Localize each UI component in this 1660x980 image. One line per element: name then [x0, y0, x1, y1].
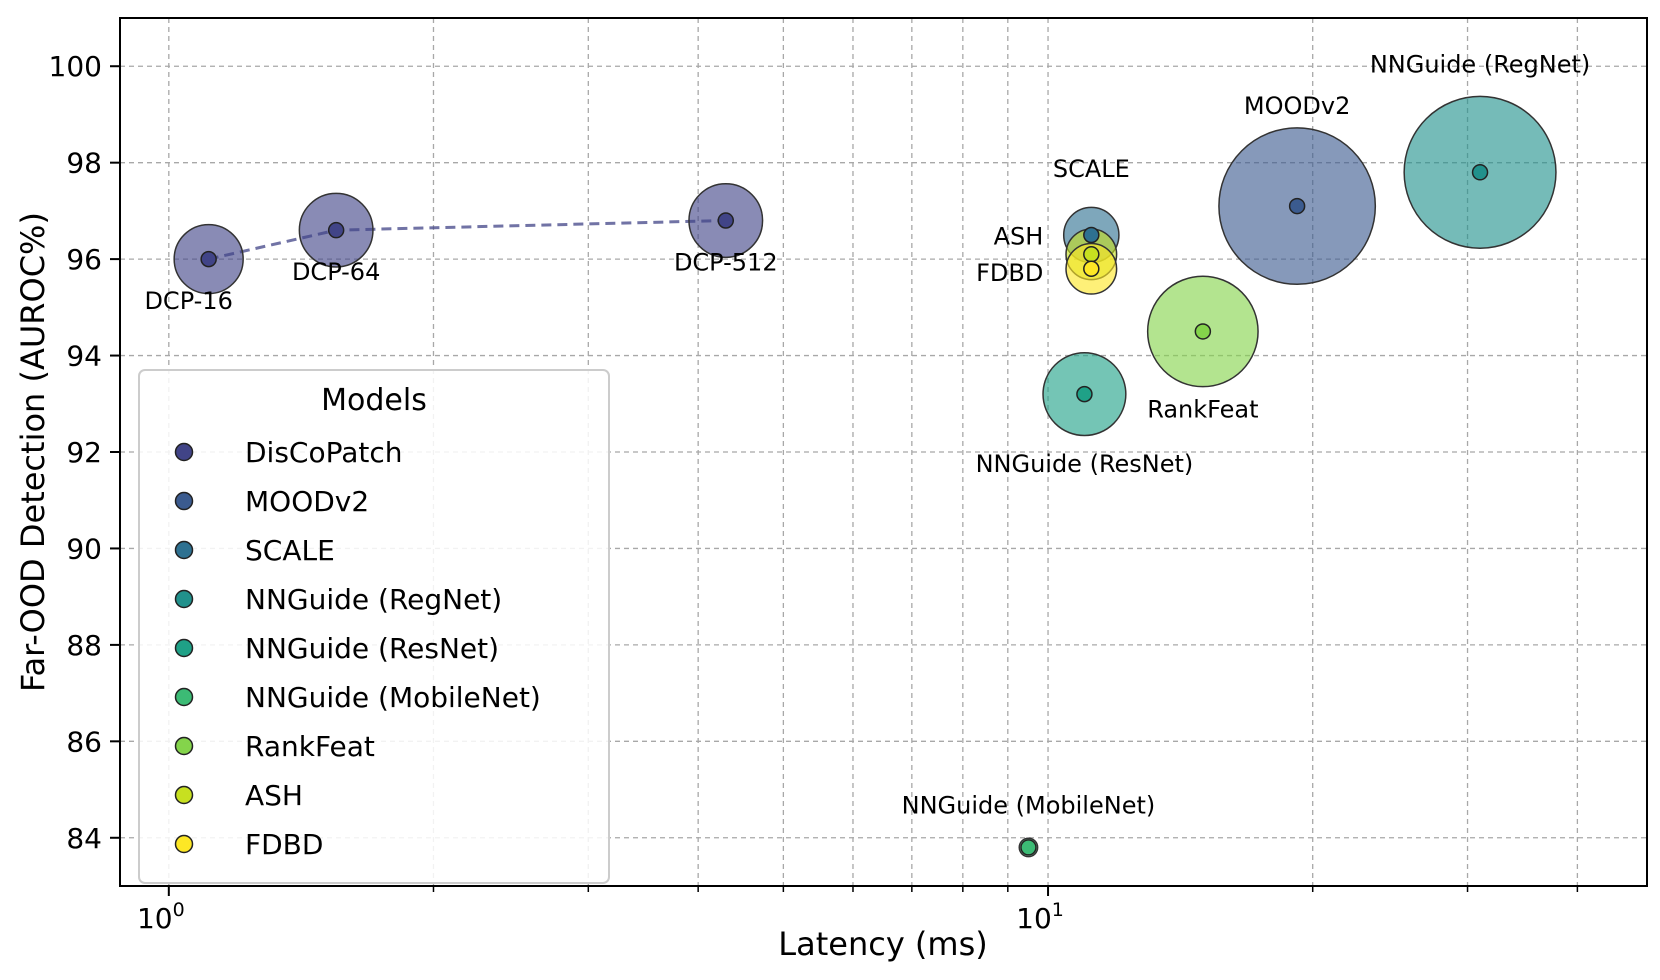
- data-point: [1083, 246, 1100, 263]
- data-point: [1194, 323, 1212, 340]
- legend-marker: [174, 687, 194, 707]
- legend-box: [138, 369, 610, 884]
- legend-marker: [174, 785, 194, 805]
- legend-label: DisCoPatch: [245, 436, 403, 469]
- point-annotation: MOODv2: [1244, 92, 1350, 120]
- point-annotation: NNGuide (MobileNet): [902, 791, 1156, 819]
- legend-label: SCALE: [245, 534, 335, 567]
- x-tick-label: 101: [1016, 899, 1064, 935]
- y-tick-label: 100: [49, 50, 102, 83]
- y-tick-label: 96: [66, 243, 102, 276]
- legend-marker: [174, 491, 194, 511]
- data-point: [200, 250, 217, 268]
- x-tick-label: 100: [137, 899, 185, 935]
- x-axis-title: Latency (ms): [778, 925, 987, 963]
- x-tick-base: 10: [1016, 902, 1052, 935]
- legend-label: FDBD: [245, 828, 323, 861]
- x-tick-base: 10: [137, 902, 173, 935]
- point-annotation: ASH: [994, 222, 1044, 250]
- data-point: [1076, 385, 1093, 403]
- legend-marker: [174, 589, 194, 609]
- data-point: [1083, 260, 1100, 278]
- legend-label: ASH: [245, 779, 303, 812]
- y-axis-title: Far-OOD Detection (AUROC%): [14, 212, 52, 692]
- y-tick-label: 90: [66, 532, 102, 565]
- point-annotation: NNGuide (RegNet): [1370, 50, 1590, 78]
- legend-marker: [174, 736, 194, 756]
- y-tick-label: 94: [66, 340, 102, 373]
- y-tick-label: 86: [66, 725, 102, 758]
- point-annotation: SCALE: [1053, 155, 1130, 183]
- legend-label: NNGuide (ResNet): [245, 632, 499, 665]
- x-tick-exponent: 1: [1052, 899, 1064, 921]
- legend-label: NNGuide (RegNet): [245, 583, 502, 616]
- legend-label: RankFeat: [245, 730, 375, 763]
- data-point: [1471, 164, 1489, 181]
- y-tick-label: 92: [66, 436, 102, 469]
- y-tick-label: 98: [66, 147, 102, 180]
- legend-marker: [174, 442, 194, 462]
- x-tick-exponent: 0: [173, 899, 185, 921]
- point-annotation: DCP-64: [292, 258, 380, 286]
- data-point: [1020, 839, 1037, 856]
- data-point: [1083, 226, 1100, 244]
- data-point: [717, 212, 735, 229]
- legend-title: Models: [321, 383, 427, 418]
- legend-marker: [174, 834, 194, 854]
- point-annotation: DCP-16: [144, 287, 232, 315]
- legend-label: NNGuide (MobileNet): [245, 681, 541, 714]
- y-tick-label: 88: [66, 629, 102, 662]
- legend-marker: [174, 638, 194, 658]
- point-annotation: NNGuide (ResNet): [976, 450, 1194, 478]
- point-annotation: FDBD: [976, 259, 1043, 287]
- point-annotation: RankFeat: [1147, 395, 1258, 423]
- y-tick-label: 84: [66, 822, 102, 855]
- legend-marker: [174, 540, 194, 560]
- data-point: [1288, 197, 1306, 215]
- data-point: [327, 221, 345, 239]
- plot-area: [173, 95, 1557, 858]
- point-annotation: DCP-512: [674, 249, 778, 277]
- legend-label: MOODv2: [245, 485, 369, 518]
